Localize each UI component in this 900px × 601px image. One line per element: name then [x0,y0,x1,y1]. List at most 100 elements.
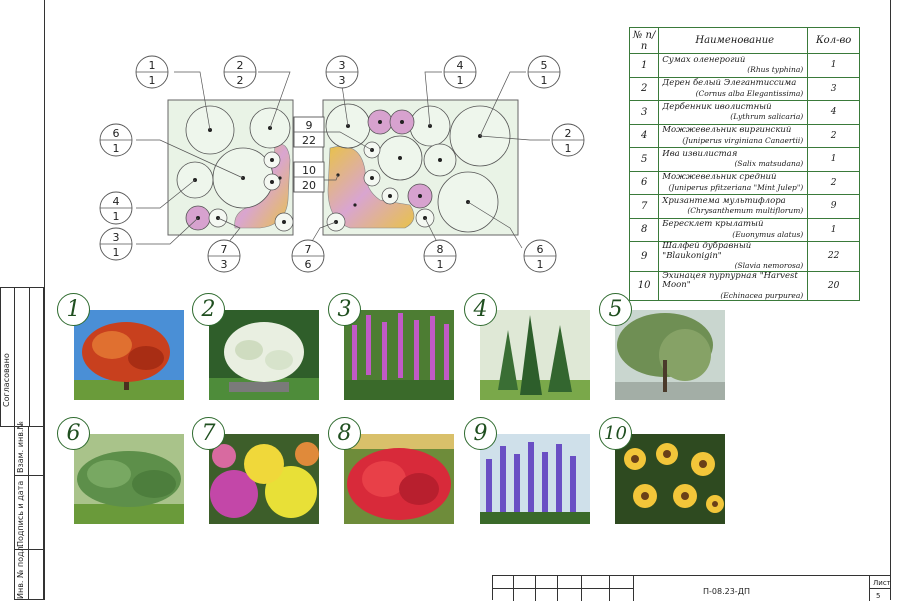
callout-1-bottom: 1 [149,74,156,87]
plant-name: Сумах оленерогий [662,54,746,65]
callout-4-bottom: 1 [457,74,464,87]
plant-name: Хризантема мультифлора [662,195,786,206]
header-num: № п/п [628,27,660,54]
plant-name: Шалфей дубравный "Blaukonigin" [662,241,752,261]
header-name: Наименование [658,27,809,54]
photo-lythrum-salicaria [344,310,454,400]
callout-3b-top: 3 [113,231,120,244]
callout-4-top: 4 [457,59,464,72]
photo-badge-3: 3 [328,293,361,326]
row-name: Дербенник иволистный(Lythrum salicaria) [658,100,809,125]
planting-plan: 1 1 2 2 3 3 4 1 5 1 6 1 2 1 4 1 3 1 7 3 … [99,55,585,273]
callout-5-top: 5 [541,59,548,72]
photo-badge-5: 5 [599,293,632,326]
row-num: 4 [628,123,660,148]
photo-chrysanthemum [209,434,319,524]
photo-badge-6: 6 [57,417,90,450]
stamp-agreed: Согласовано [2,353,11,407]
sheet-number: 5 [876,592,881,600]
plant-latin: (Rhus typhina) [747,65,804,75]
row-qty: 4 [807,100,860,125]
plant-name: Ива извилистая [662,148,738,159]
row-name: Бересклет крылатый(Euonymus alatus) [658,217,809,242]
row-qty: 22 [807,241,860,272]
row-name: Можжевельник средний(Juniperus pfitzeria… [658,170,809,195]
row-qty: 9 [807,194,860,219]
callout-3-top: 3 [339,59,346,72]
table-header-row: № п/п Наименование Кол-во [628,27,860,54]
row-qty: 2 [807,123,860,148]
plant-latin: (Echinacea purpurea) [720,290,804,300]
row-num: 1 [628,53,660,78]
photo-salvia-nemorosa [480,434,590,524]
row-name: Можжевельник виргинский(Juniperus virgin… [658,123,809,148]
row-name: Дерен белый Элегантиссима(Cornus alba El… [658,76,809,101]
plant-latin: (Salix matsudana) [734,159,804,169]
photo-badge-4: 4 [464,293,497,326]
callout-7a-bottom: 3 [221,258,228,271]
callout-9-top: 9 [306,119,313,132]
row-num: 3 [628,100,660,125]
row-name: Эхинацея пурпурная "Harvest Moon"(Echina… [658,270,809,301]
photo-juniperus-pfitzeriana [74,434,184,524]
stamp-inv-replace: Взам. инв.№ [16,421,25,473]
row-num: 5 [628,147,660,172]
side-stamp: Согласовано Взам. инв.№ Подпись и дата И… [0,287,44,600]
callout-6-top: 6 [113,127,120,140]
row-name: Ива извилистая(Salix matsudana) [658,147,809,172]
callout-2-top: 2 [237,59,244,72]
callout-5-bottom: 1 [541,74,548,87]
plant-name: Дербенник иволистный [662,101,772,112]
callout-8-top: 8 [437,243,444,256]
callout-1-top: 1 [149,59,156,72]
callout-10-bottom: 20 [302,179,316,192]
callout-3b-bottom: 1 [113,246,120,259]
row-num: 7 [628,194,660,219]
photo-cornus-alba [209,310,319,400]
photo-badge-9: 9 [464,417,497,450]
plant-latin: (Slavia nemorosa) [734,261,804,270]
photo-rhus-typhina [74,310,184,400]
document-code: П-08.23-ДП [703,587,750,596]
plant-latin: (Chrysanthemum multiflorum) [687,206,804,216]
plant-name: Дерен белый Элегантиссима [662,78,797,89]
callout-7a-top: 7 [221,243,228,256]
row-num: 8 [628,217,660,242]
sheet-label: Лист [873,579,891,587]
plant-name: Бересклет крылатый [662,219,764,230]
row-qty: 1 [807,53,860,78]
callout-4b-top: 4 [113,195,120,208]
plant-latin: (Lythrum salicaria) [730,112,804,122]
callout-2b-bottom: 1 [565,142,572,155]
row-name: Сумах оленерогий(Rhus typhina) [658,53,809,78]
title-block: П-08.23-ДП Лист 5 [492,575,891,601]
row-qty: 3 [807,76,860,101]
photo-salix-matsudana [615,310,725,400]
row-qty: 20 [807,270,860,301]
plant-name: Эхинацея пурпурная "Harvest Moon" [662,270,798,290]
callout-6b-top: 6 [537,243,544,256]
photo-juniperus-virginiana [480,310,590,400]
callout-6-bottom: 1 [113,142,120,155]
row-num: 9 [628,241,660,272]
row-num: 10 [628,270,660,301]
callout-8-bottom: 1 [437,258,444,271]
plant-latin: (Euonymus alatus) [732,229,804,239]
stamp-inv-orig: Инв. № подл. [16,543,25,599]
photo-badge-7: 7 [192,417,225,450]
plant-name: Можжевельник средний [662,172,777,183]
frame-right-border [890,0,891,600]
row-num: 2 [628,76,660,101]
callout-9-bottom: 22 [302,134,316,147]
row-qty: 1 [807,147,860,172]
plant-latin: (Cornus alba Elegantissima) [695,88,804,98]
row-name: Шалфей дубравный "Blaukonigin"(Slavia ne… [658,241,809,272]
callout-7b-bottom: 6 [305,258,312,271]
